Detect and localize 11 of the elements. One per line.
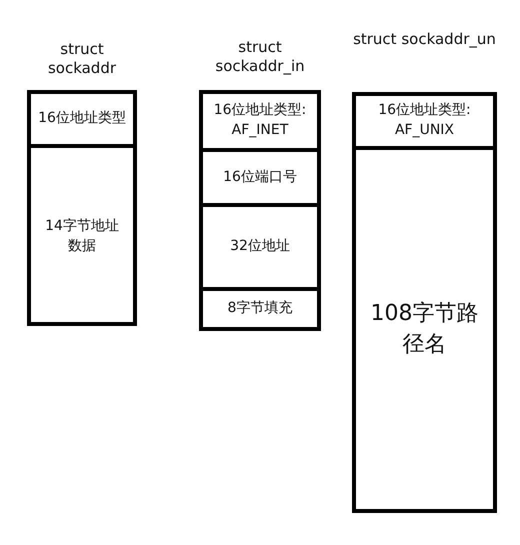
field-label: 16位地址类型	[38, 109, 126, 128]
field-label: 14字节地址数据	[44, 216, 120, 256]
field-label: 16位地址类型: AF_INET	[212, 101, 308, 140]
field-label: 16位端口号	[223, 168, 297, 187]
field-label: 32位地址	[230, 237, 290, 256]
struct-name: struct sockaddr_in	[214, 38, 306, 76]
field-label: 108字节路径名	[370, 300, 480, 359]
struct-name: struct sockaddr_un	[352, 30, 497, 49]
struct-name: struct sockaddr	[46, 40, 118, 78]
field-label: 8字节填充	[228, 299, 292, 318]
field-label: 16位地址类型: AF_UNIX	[377, 101, 472, 140]
